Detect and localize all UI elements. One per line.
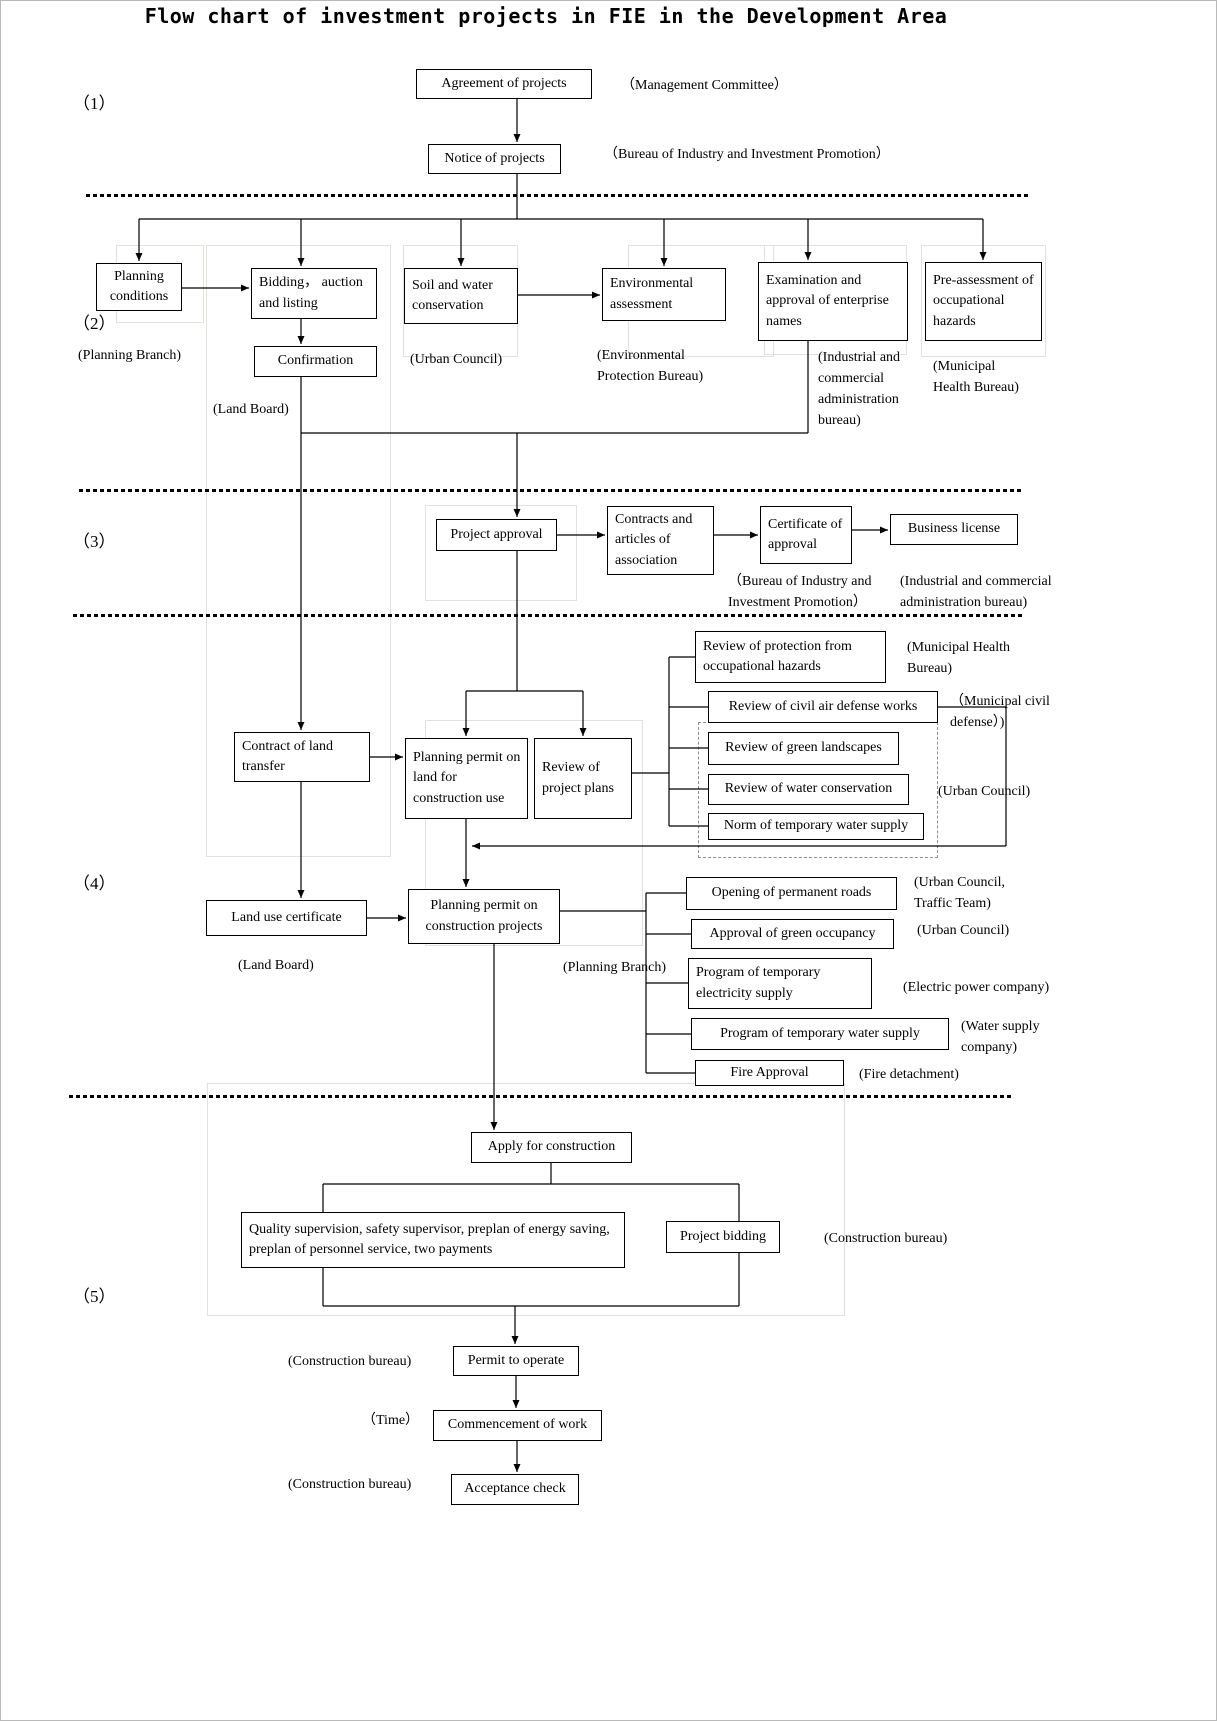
node-contracts-articles: Contracts and articles of association	[607, 506, 714, 575]
node-project-approval: Project approval	[436, 519, 557, 551]
group-outline	[425, 720, 643, 946]
node-soil-water-conservation: Soil and water conservation	[404, 268, 518, 324]
label-management-committee: （Management Committee）	[621, 78, 788, 93]
node-notice-of-projects: Notice of projects	[428, 144, 561, 174]
node-agreement-of-projects: Agreement of projects	[416, 69, 592, 99]
label-water-supply-company: (Water supply company)	[961, 1019, 1040, 1055]
stage-separator-2	[79, 489, 1024, 492]
node-planning-permit-construction: Planning permit on construction projects	[408, 889, 560, 944]
label-bureau-industry-investment-1: （Bureau of Industry and Investment Promo…	[604, 147, 890, 162]
node-business-license: Business license	[890, 514, 1018, 545]
label-land-board-1: (Land Board)	[213, 402, 289, 417]
label-bureau-industry-investment-2: （Bureau of Industry and Investment Promo…	[728, 574, 872, 610]
node-program-temporary-electricity: Program of temporary electricity supply	[688, 958, 872, 1009]
label-planning-branch-2: (Planning Branch)	[563, 960, 667, 975]
label-urban-council-1: (Urban Council)	[410, 352, 503, 367]
group-outline	[425, 505, 577, 601]
node-planning-conditions: Planning conditions	[96, 263, 182, 311]
node-program-temporary-water: Program of temporary water supply	[691, 1018, 949, 1050]
node-certificate-of-approval: Certificate of approval	[760, 506, 852, 564]
node-confirmation: Confirmation	[254, 346, 377, 377]
label-construction-bureau-2: (Construction bureau)	[288, 1354, 412, 1369]
label-fire-detachment: (Fire detachment)	[859, 1067, 959, 1082]
node-norm-temporary-water-supply: Norm of temporary water supply	[708, 813, 924, 840]
stage-separator-1	[86, 194, 1031, 197]
label-municipal-civil-defense: （Municipal civil defense）)	[950, 694, 1050, 730]
label-urban-council-3: (Urban Council)	[917, 923, 1010, 938]
node-project-bidding: Project bidding	[666, 1221, 780, 1253]
node-bidding-auction-listing: Bidding， auction and listing	[251, 268, 377, 319]
label-time: （Time）	[362, 1413, 420, 1428]
node-environmental-assessment: Environmental assessment	[602, 268, 726, 321]
stage-marker-5: （5）	[73, 1287, 116, 1306]
node-review-green-landscapes: Review of green landscapes	[708, 732, 899, 765]
node-review-water-conservation: Review of water conservation	[708, 774, 909, 805]
label-industrial-commercial-bureau-1: (Industrial and commercial administratio…	[818, 350, 901, 428]
label-industrial-commercial-bureau-2: (Industrial and commercial administratio…	[900, 574, 1052, 610]
node-permit-to-operate: Permit to operate	[453, 1346, 579, 1376]
node-approval-green-occupancy: Approval of green occupancy	[691, 919, 894, 949]
stage-marker-1: （1）	[73, 94, 116, 113]
node-commencement-of-work: Commencement of work	[433, 1410, 602, 1441]
node-review-of-project-plans: Review of project plans	[534, 738, 632, 819]
node-planning-permit-on-land: Planning permit on land for construction…	[405, 738, 528, 819]
group-outline	[206, 245, 391, 857]
node-pre-assessment-occupational-hazards: Pre-assessment of occupational hazards	[925, 262, 1042, 341]
node-contract-of-land-transfer: Contract of land transfer	[234, 732, 370, 782]
label-construction-bureau-1: (Construction bureau)	[824, 1231, 948, 1246]
node-review-civil-air-defense: Review of civil air defense works	[708, 691, 938, 723]
label-construction-bureau-3: (Construction bureau)	[288, 1477, 412, 1492]
node-acceptance-check: Acceptance check	[451, 1474, 579, 1505]
label-electric-power-company: (Electric power company)	[903, 980, 1050, 995]
label-land-board-2: (Land Board)	[238, 958, 314, 973]
stage-marker-3: （3）	[73, 532, 116, 551]
node-review-occupational-hazards: Review of protection from occupational h…	[695, 631, 886, 683]
node-quality-supervision: Quality supervision, safety supervisor, …	[241, 1212, 625, 1268]
label-municipal-health-bureau-1: (Municipal Health Bureau)	[933, 359, 1019, 395]
node-fire-approval: Fire Approval	[695, 1060, 844, 1086]
stage-separator-3	[73, 614, 1023, 617]
node-apply-for-construction: Apply for construction	[471, 1132, 632, 1163]
label-urban-council-traffic: (Urban Council, Traffic Team)	[914, 875, 1005, 911]
label-urban-council-2: (Urban Council)	[938, 784, 1031, 799]
node-land-use-certificate: Land use certificate	[206, 900, 367, 936]
label-planning-branch-1: (Planning Branch)	[78, 348, 182, 363]
stage-marker-4: （4）	[73, 874, 116, 893]
label-environmental-protection-bureau: (Environmental Protection Bureau)	[597, 348, 704, 384]
group-outline	[207, 1083, 845, 1316]
node-examination-enterprise-names: Examination and approval of enterprise n…	[758, 262, 908, 341]
page-title: Flow chart of investment projects in FIE…	[144, 4, 948, 28]
stage-separator-4	[69, 1095, 1011, 1098]
node-opening-permanent-roads: Opening of permanent roads	[686, 877, 897, 910]
label-municipal-health-bureau-2: (Municipal Health Bureau)	[907, 640, 1011, 676]
stage-marker-2: （2）	[73, 314, 116, 333]
